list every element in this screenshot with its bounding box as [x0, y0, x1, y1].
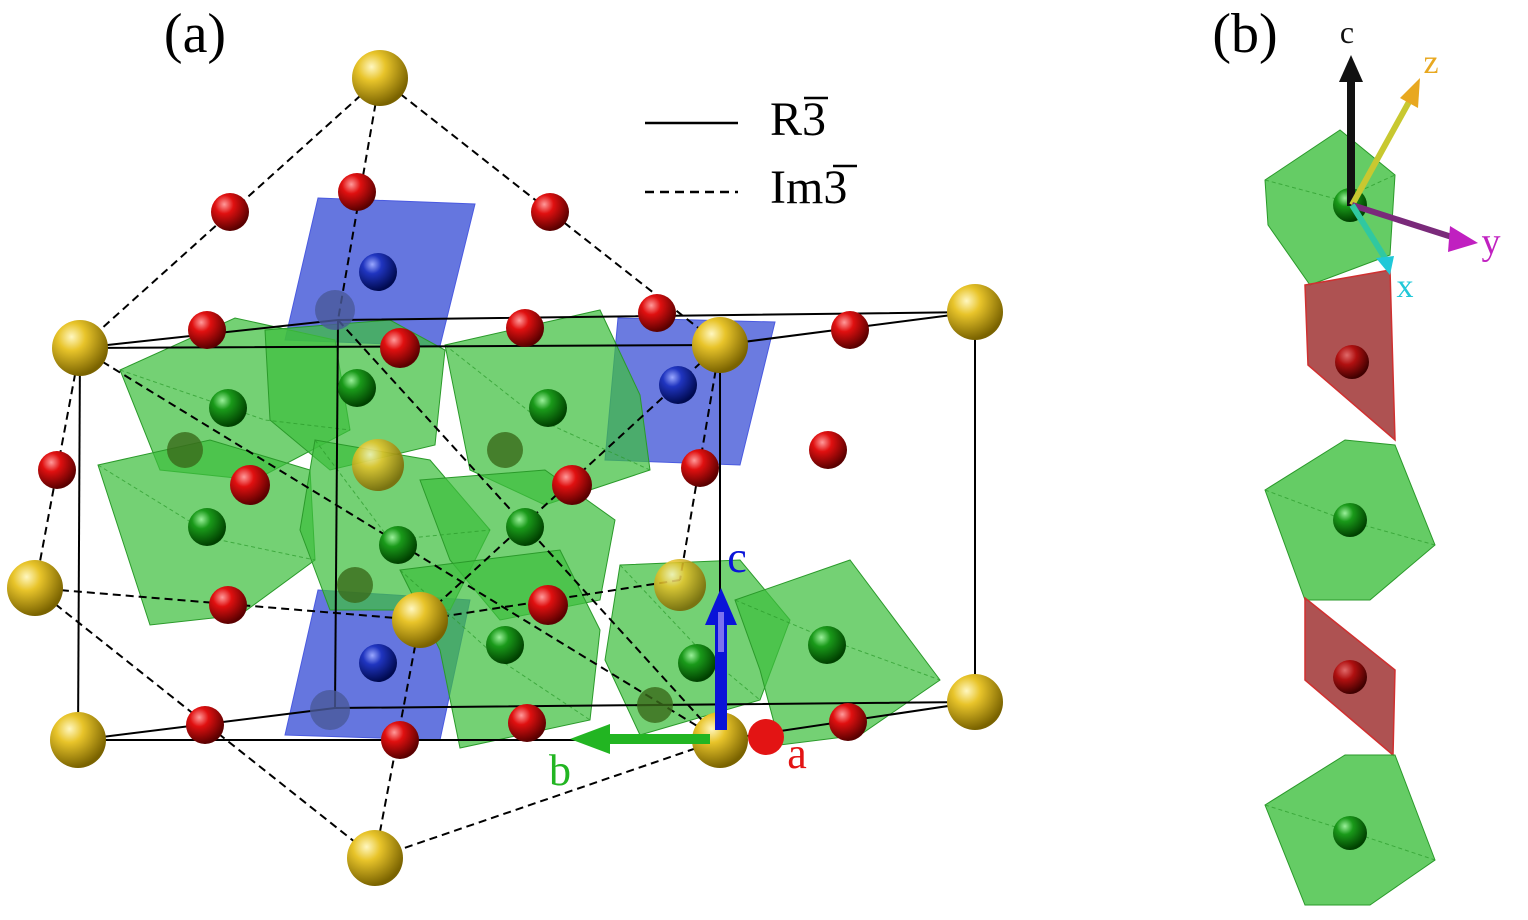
- panel-a-label: (a): [163, 3, 227, 65]
- axis-x-label: x: [1396, 268, 1414, 305]
- chain-red-atom-1: [1335, 345, 1369, 379]
- axis-x-arrow: [1349, 203, 1394, 275]
- axis-a-arrow: [748, 719, 784, 755]
- panel-b: [1264, 55, 1478, 906]
- axis-a-label: a: [787, 729, 807, 778]
- blue-atoms: [310, 253, 697, 730]
- axis-c-label-b: c: [1339, 14, 1355, 50]
- chain-green-atom-2: [1333, 503, 1367, 537]
- chain-octahedron-1: [1264, 129, 1396, 286]
- panel-b-label: (b): [1212, 3, 1278, 65]
- legend-solid-text: R3: [770, 93, 827, 146]
- axis-c-arrow-b: [1339, 55, 1363, 206]
- panel-a: [7, 50, 1003, 886]
- axis-z-arrow: [1349, 78, 1420, 207]
- axis-c-arrow: [705, 588, 737, 730]
- legend-dashed-text: Im3: [770, 161, 848, 214]
- axis-z-label: z: [1423, 44, 1439, 81]
- axis-y-label: y: [1481, 221, 1501, 263]
- legend-solid-label: R3: [770, 92, 826, 147]
- axis-b-arrow: [570, 724, 710, 754]
- chain-red-atom-2: [1333, 660, 1367, 694]
- yellow-atoms: [7, 50, 1003, 886]
- legend-dashed-label: Im3: [770, 160, 847, 215]
- axis-b-label: b: [549, 746, 571, 795]
- green-atoms: [167, 369, 846, 723]
- axis-c-label: c: [727, 533, 747, 582]
- axis-y-arrow: [1351, 202, 1478, 252]
- red-atoms: [38, 173, 869, 759]
- chain-green-atom-3: [1333, 816, 1367, 850]
